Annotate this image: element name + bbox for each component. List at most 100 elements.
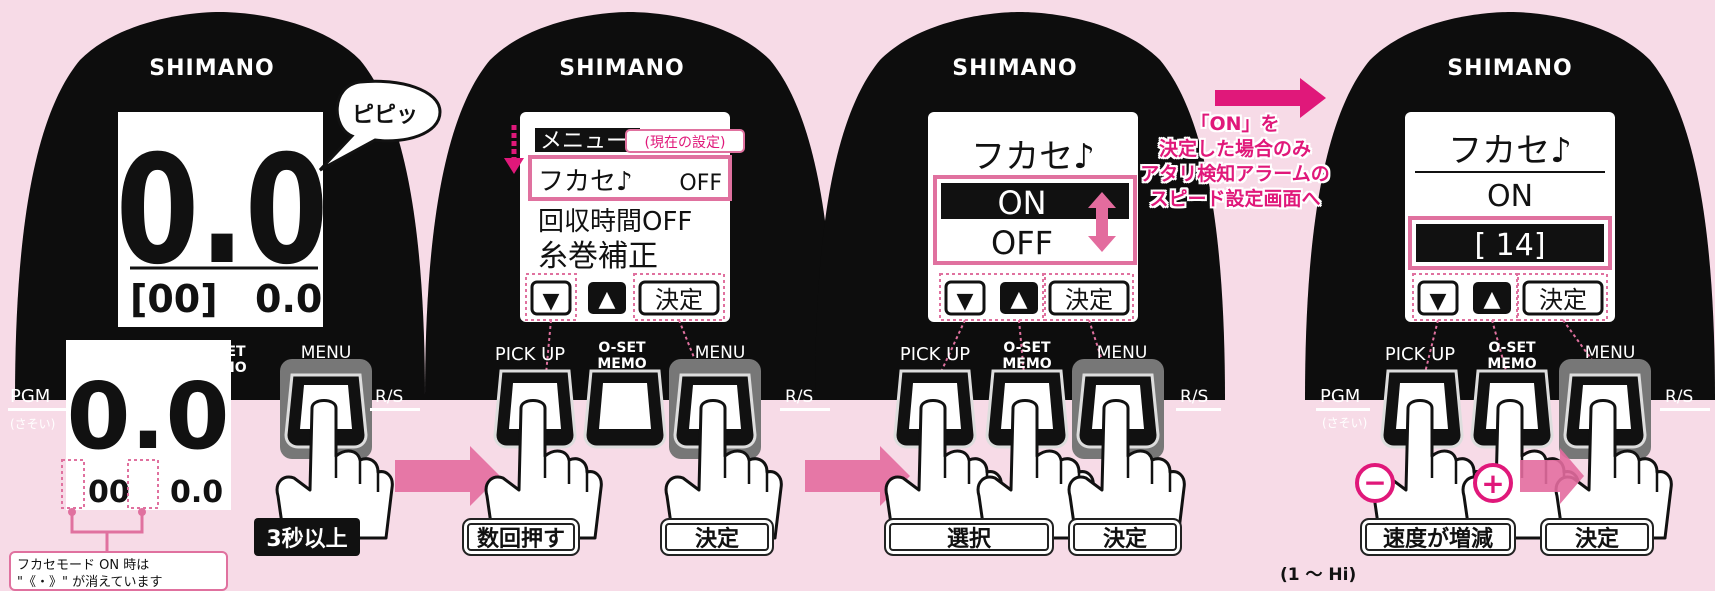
panel-4: SHIMANO フカセ♪ ON [ 14] ▼ ▲ 決定 PGM (さそい) P… [1305,12,1715,540]
softkey-up[interactable] [1473,282,1511,314]
pgm-label: PGM [10,386,50,407]
oset-label: O-SET [1003,340,1051,356]
panel-2: SHIMANO メニュー (現在の設定) フカセ♪ OFF 回収時間OFF 糸巻… [425,12,910,540]
lcd-bottom-left: [00] [130,277,218,321]
lcd-screen [118,112,323,327]
selected-item-highlight [528,155,732,201]
softkey-ok-label: 決定 [1539,286,1587,314]
pgm-underline [1316,408,1370,411]
softkey-down-icon: ▼ [957,289,974,314]
on-only-note: 「ON」を 決定した場合のみ アタリ検知アラームの スピード設定画面へ [1135,112,1335,212]
pgm-label: PGM [1320,386,1360,407]
flow-arrow-1 [395,446,500,506]
softkey-up-icon: ▲ [1011,287,1028,312]
minus-sign: − [1363,466,1386,499]
softkey-ok[interactable] [1048,280,1130,316]
menu-item-3: 糸巻補正 [538,239,658,274]
memo-label: MEMO [1002,356,1051,372]
option-on[interactable]: ON [997,184,1046,222]
minus-icon [1355,463,1395,503]
panel-3: SHIMANO フカセ♪ ON OFF ▼ ▲ 決定 PICK UP O-SET… [815,12,1326,540]
zoom-dotted-left [61,459,85,509]
softkey-down-icon: ▼ [1430,289,1447,314]
current-setting-tag [625,129,745,153]
speed-highlight [1416,224,1604,262]
brand-logo: SHIMANO [1447,56,1572,81]
pickup-label: PICK UP [495,344,565,365]
zoom-dotted-right [127,459,159,509]
speech-bubble [318,79,442,172]
current-setting-note: (現在の設定) [645,135,726,151]
pgm-sub-label: (さそい) [10,417,55,431]
rs-underline [370,408,420,411]
on-only-line-1: 「ON」を [1190,113,1280,135]
plus-sign: + [1481,467,1504,500]
on-only-line-3: アタリ検知アラームの [1140,163,1330,185]
menu-label: MENU [695,343,746,363]
action-confirm-4: 決定 [1540,518,1654,556]
oset-label: O-SET [1488,340,1536,356]
softkey-up-icon: ▲ [1484,287,1501,312]
rs-label: R/S [1665,387,1693,407]
softkey-dotted-left [939,273,1046,321]
rs-underline [1176,408,1221,411]
lcd-screen [520,112,730,322]
softkey-ok[interactable] [638,280,720,316]
softkey-ok[interactable] [1522,280,1604,316]
softkey-dotted-right [1516,273,1608,321]
connector-dot-right [138,508,146,516]
rs-label: R/S [785,387,813,407]
menu-item-1-label: フカセ♪ [538,167,633,197]
softkey-dotted-right [1042,273,1134,321]
rs-label: R/S [375,387,403,407]
brand-logo: SHIMANO [559,56,684,81]
option-off[interactable]: OFF [991,224,1053,262]
plus-icon [1473,463,1513,503]
lcd-zoom-inset [66,340,231,510]
rs-underline [1660,408,1710,411]
speed-range: (1 〜 Hi) [1280,565,1357,585]
lcd-value: ON [1487,179,1533,214]
pgm-underline [8,408,68,411]
fukase-mode-note: フカセモード ON 時は "《・》" が消えています [9,551,228,591]
zoom-big-value: 0.0 [67,363,230,470]
softkey-up-icon: ▲ [599,287,616,312]
flow-arrow-top [1215,78,1326,118]
brand-logo: SHIMANO [952,56,1077,81]
oset-button[interactable] [583,369,667,449]
softkey-down-icon: ▼ [543,289,560,314]
memo-label: MEMO [1487,356,1536,372]
oset-label: O-SET [598,340,646,356]
lcd-big-value: 0.0 [116,124,329,298]
scroll-arrow-head [504,158,524,174]
menu-title-bar [535,128,640,152]
speech-bubble-text: ピピッ [352,103,418,128]
action-hold-3s: 3秒以上 [254,518,360,556]
action-select: 選択 [884,518,1054,556]
softkey-ok-label: 決定 [655,286,703,314]
updown-arrow-icon [1088,192,1116,252]
speed-frame [1408,216,1612,270]
softkey-down[interactable] [944,280,986,316]
zoom-right-value: 0.0 [170,475,223,510]
softkey-down[interactable] [530,280,572,316]
softkey-up[interactable] [588,282,626,314]
softkey-up[interactable] [1000,282,1038,314]
pickup-label: PICK UP [900,344,970,365]
note-line-2: "《・》" が消えています [17,575,163,590]
pickup-label: PICK UP [1385,344,1455,365]
note-line-1: フカセモード ON 時は [17,558,150,573]
speed-value: [ 14] [1474,228,1545,263]
action-confirm-2: 決定 [660,518,774,556]
rs-underline [780,408,830,411]
zoom-connector [70,512,144,552]
on-only-line-2: 決定した場合のみ [1158,138,1311,160]
pgm-sub-label: (さそい) [1322,416,1367,430]
action-confirm-3: 決定 [1068,518,1182,556]
brand-logo: SHIMANO [149,56,274,81]
menu-label: MENU [301,343,352,363]
softkey-down[interactable] [1417,280,1459,316]
lcd-title: フカセ♪ [971,137,1095,177]
flow-arrow-2 [805,446,910,506]
